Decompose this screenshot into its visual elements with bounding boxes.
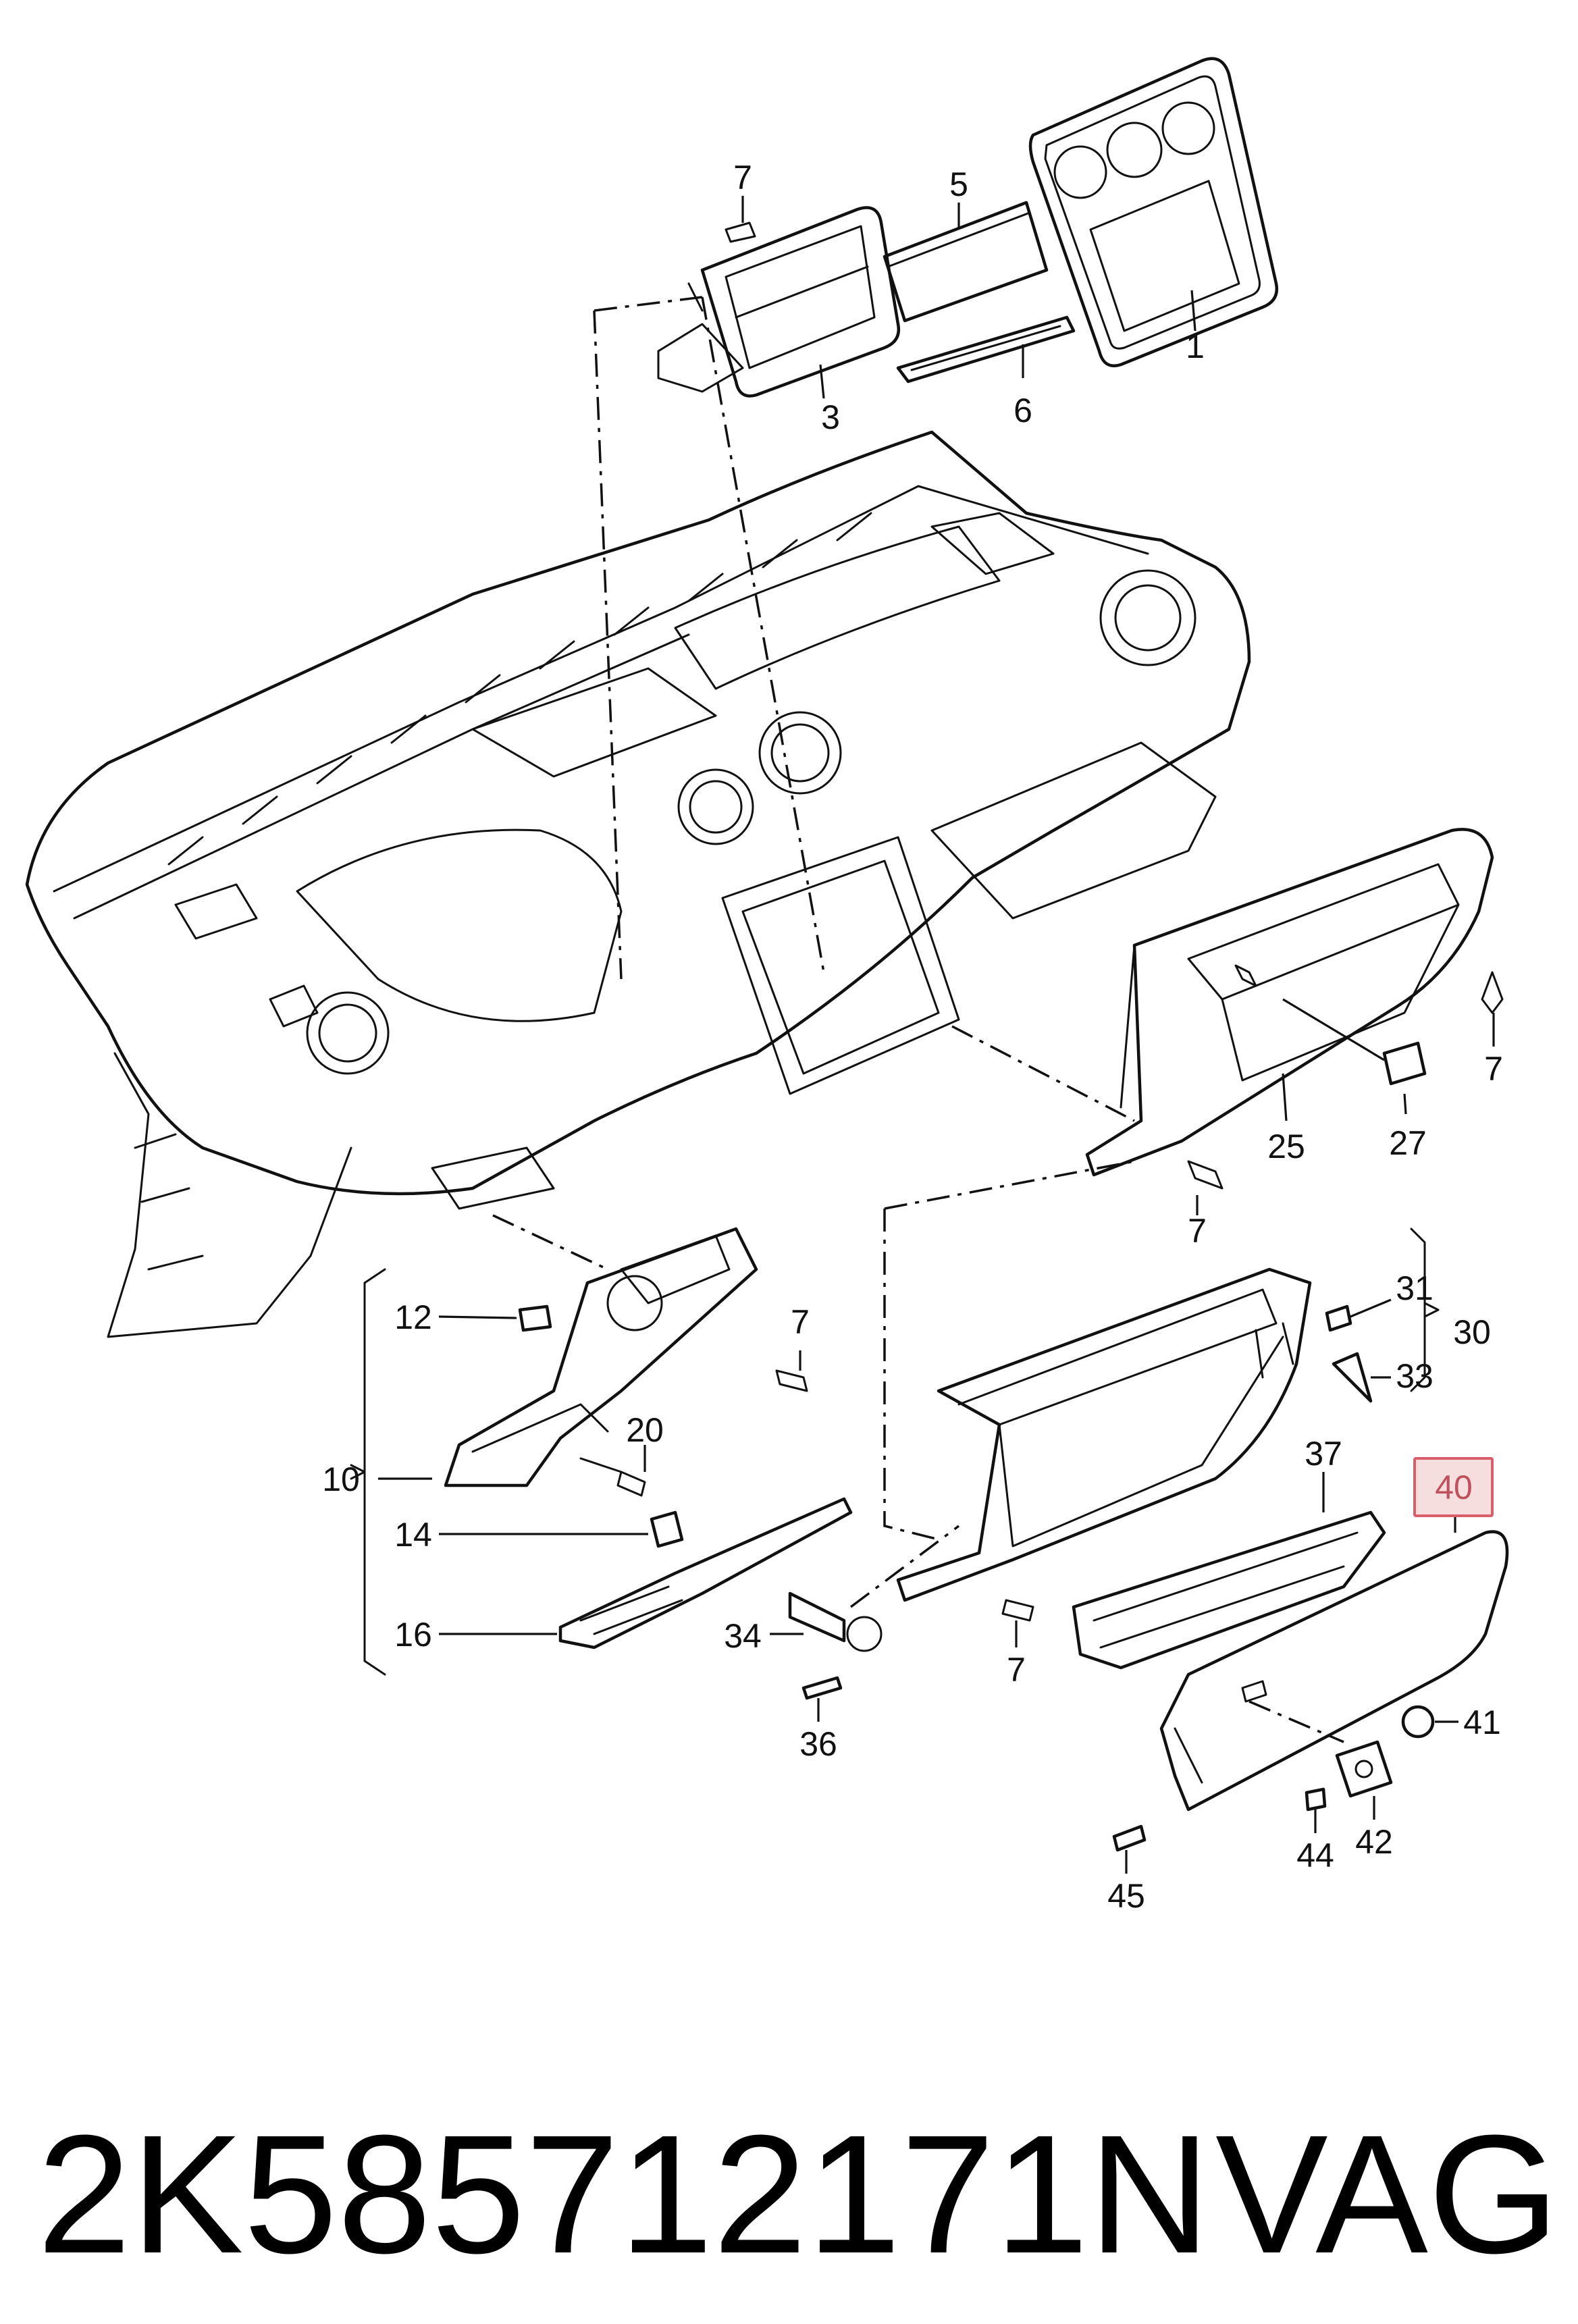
callout-label-25: 25: [1267, 1128, 1305, 1165]
callout-label-3: 3: [821, 398, 840, 436]
part-10-lower-trim-group: [350, 1227, 758, 1676]
callout-label-34: 34: [724, 1617, 762, 1655]
callout-label-31: 31: [1396, 1269, 1434, 1307]
callout-label-7-top: 7: [733, 159, 752, 196]
callout-label-27: 27: [1389, 1124, 1427, 1162]
callout-label-41: 41: [1463, 1704, 1501, 1741]
screw-7-right-upper: [1481, 971, 1504, 1047]
callout-label-7-lower: 7: [1007, 1651, 1026, 1689]
callout-label-37: 37: [1305, 1435, 1342, 1473]
part-5-storage-lid: [883, 201, 1049, 323]
callout-label-30: 30: [1453, 1313, 1491, 1351]
part-6-storage-tray: [896, 315, 1076, 384]
callout-label-1: 1: [1186, 327, 1205, 365]
screw-20: [579, 1445, 646, 1497]
highlighted-callout-40: 40: [1413, 1457, 1494, 1517]
part-12-clip: [438, 1304, 552, 1332]
highlight-box: [1413, 1457, 1494, 1517]
callout-label-10: 10: [322, 1460, 360, 1498]
part-25-glovebox-housing: [1085, 828, 1494, 1177]
callout-label-7-left: 7: [791, 1303, 810, 1341]
part-37-tray: [1072, 1472, 1386, 1670]
part-42-lock: [1335, 1740, 1393, 1820]
callout-label-12: 12: [394, 1298, 432, 1336]
dashboard-body: [25, 430, 1251, 1338]
callout-labels: 1 3 5 6 7 7 7 7 7 10 12 14 16 20 25 27 3…: [322, 159, 1503, 1915]
brand-label: VAG: [1215, 2100, 1560, 2288]
part-14-clip: [439, 1510, 684, 1548]
part-30-glovebox-body: [896, 1227, 1440, 1602]
callout-label-20: 20: [626, 1411, 664, 1449]
part-34-latch: [770, 1591, 883, 1652]
part-16-lower-cover: [439, 1497, 853, 1649]
part-1-trim-bezel: [1028, 57, 1279, 367]
part-41-button: [1401, 1705, 1458, 1739]
callout-label-5: 5: [949, 165, 968, 203]
part-27-clip: [1282, 998, 1427, 1115]
callout-label-44: 44: [1296, 1837, 1334, 1874]
callout-label-14: 14: [394, 1516, 432, 1554]
part-45-bushing: [1112, 1824, 1147, 1874]
callout-label-33: 33: [1396, 1357, 1434, 1395]
callout-label-36: 36: [799, 1725, 837, 1763]
part-40-glovebox-lid: [1159, 1502, 1509, 1812]
callout-label-7-right: 7: [1484, 1050, 1503, 1088]
part-number: 2K585712171N: [37, 2100, 1211, 2288]
callout-label-6: 6: [1014, 392, 1032, 429]
callout-label-16: 16: [394, 1616, 432, 1654]
callout-label-45: 45: [1107, 1877, 1145, 1915]
reference-lines: [492, 296, 1344, 1743]
screw-7-top: [725, 196, 756, 243]
part-33-cap: [1332, 1352, 1391, 1403]
part-44-nut: [1305, 1787, 1327, 1833]
callout-label-7-center: 7: [1188, 1212, 1207, 1250]
part-31-bolt: [1325, 1298, 1392, 1332]
part-36-pin: [801, 1676, 843, 1722]
screw-7-center: [1187, 1160, 1224, 1215]
callout-label-40: 40: [1435, 1469, 1473, 1506]
screw-7-lower: [1001, 1599, 1034, 1647]
callout-label-42: 42: [1355, 1823, 1393, 1861]
part-3-radio-frame: [657, 206, 901, 399]
screw-7-left: [775, 1350, 808, 1392]
